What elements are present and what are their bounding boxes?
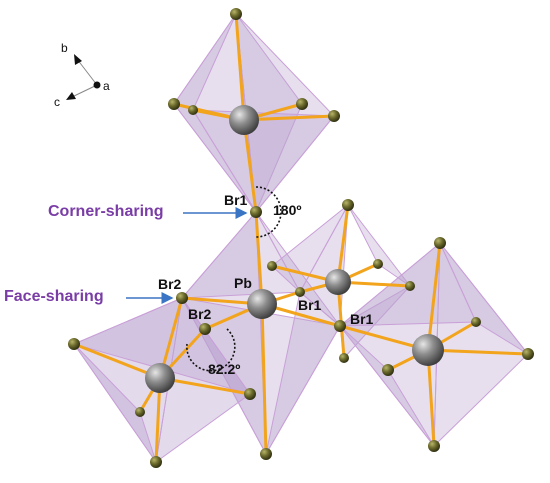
octahedron-left bbox=[72, 296, 252, 464]
br-atom bbox=[296, 98, 308, 110]
br-atom bbox=[68, 338, 80, 350]
atom-label-br1-top: Br1 bbox=[224, 192, 248, 208]
br-atom bbox=[150, 456, 162, 468]
br-atom bbox=[382, 364, 394, 376]
br-atom bbox=[373, 259, 383, 269]
br-atom-br2-mid bbox=[199, 323, 211, 335]
br-atom-br1-mid bbox=[295, 287, 305, 297]
c-axis-arrow-icon bbox=[66, 92, 76, 100]
angle-arc-82 bbox=[186, 328, 236, 372]
br-atom bbox=[471, 317, 481, 327]
br-atom bbox=[405, 281, 415, 291]
atom-label-br2-left: Br2 bbox=[158, 276, 182, 292]
br-atom bbox=[244, 388, 256, 400]
angle-180-label: 180º bbox=[273, 202, 302, 218]
corner-sharing-label: Corner-sharing bbox=[48, 203, 164, 220]
pb-atom bbox=[412, 334, 444, 366]
br-atom-br1-corner bbox=[250, 206, 262, 218]
br-atom bbox=[339, 353, 349, 363]
axis-label-b: b bbox=[61, 41, 68, 55]
br-atom bbox=[188, 105, 198, 115]
br-atom bbox=[260, 448, 272, 460]
face-sharing-label: Face-sharing bbox=[4, 288, 104, 305]
octahedron-right bbox=[338, 241, 529, 448]
a-axis-dot-icon bbox=[93, 81, 101, 89]
br-atom bbox=[135, 407, 145, 417]
pb-atoms bbox=[145, 105, 444, 393]
atom-label-pb: Pb bbox=[234, 275, 252, 291]
atom-label-br1-mid: Br1 bbox=[298, 297, 322, 313]
br-atom bbox=[168, 98, 180, 110]
br-atom bbox=[522, 348, 534, 360]
axis-label-a: a bbox=[103, 79, 110, 93]
angle-82-label: 82.2º bbox=[208, 361, 241, 377]
br-atom bbox=[342, 199, 354, 211]
pb-atom bbox=[145, 363, 175, 393]
axis-triad bbox=[66, 54, 101, 100]
br-atom-br1-right bbox=[334, 320, 346, 332]
pb-atom bbox=[229, 105, 259, 135]
br-atom bbox=[434, 237, 446, 249]
b-axis-arrow-icon bbox=[74, 54, 82, 65]
br-atom bbox=[428, 440, 440, 452]
atom-label-br1-right: Br1 bbox=[350, 311, 374, 327]
br-atom bbox=[267, 261, 277, 271]
pb-atom-center bbox=[247, 289, 277, 319]
br-atoms bbox=[68, 8, 534, 468]
axis-label-c: c bbox=[54, 95, 60, 109]
br-atom bbox=[328, 110, 340, 122]
atom-label-br2-mid: Br2 bbox=[188, 306, 212, 322]
pb-atom bbox=[325, 269, 351, 295]
br-atom bbox=[230, 8, 242, 20]
br-atom-br2 bbox=[176, 292, 188, 304]
